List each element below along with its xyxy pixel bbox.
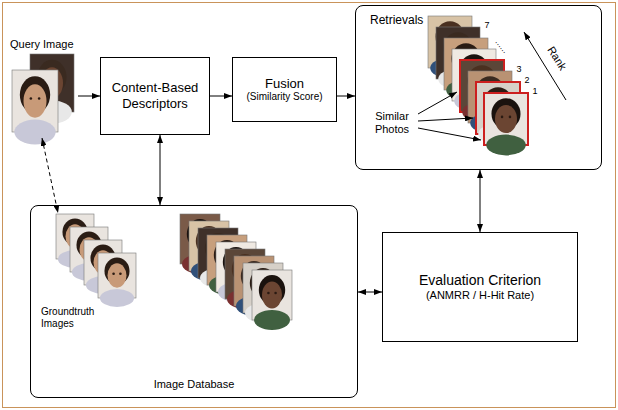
database-panel: Image Database Groundtruth Images [30, 205, 358, 398]
arrow-connector [210, 96, 232, 97]
annotation-label: Similar Photos [368, 110, 416, 135]
photo-thumbnail [484, 93, 528, 155]
photo-thumbnail [252, 270, 292, 330]
node-label: Evaluation Criterion [419, 272, 541, 289]
rank-number: 2 [522, 75, 532, 85]
photo-shirt [14, 120, 55, 145]
arrow-connector [337, 96, 355, 97]
node-label: Content-Based Descriptors [109, 80, 201, 111]
photo-eye [30, 97, 33, 100]
query-image: Query Image [8, 36, 78, 138]
photo-eye [38, 97, 41, 100]
photo-face [108, 263, 127, 287]
photo-shirt [100, 289, 134, 307]
photo-background [476, 82, 520, 134]
photo-eye [267, 292, 270, 295]
page-frame [3, 3, 616, 408]
arrow-connector [78, 96, 100, 97]
groundtruth-group: Groundtruth Images [38, 213, 150, 333]
node-label: Image Database [154, 378, 235, 391]
rank-number: 1 [530, 86, 540, 96]
arrow-connector [480, 170, 481, 232]
arrow-connector [358, 292, 382, 293]
leader-line [418, 118, 473, 121]
photo-eye [509, 116, 512, 119]
results-panel: Retrievals [355, 5, 602, 170]
photo-thumbnail [12, 70, 58, 144]
process-box: Content-Based Descriptors [100, 57, 210, 135]
rank-number: 7 [482, 20, 492, 30]
leader-line [418, 128, 481, 140]
photo-eye [501, 116, 504, 119]
evaluation-box: Evaluation Criterion(ANMRR / H-Hit Rate) [382, 232, 578, 342]
axis-label: Rank [541, 38, 573, 79]
photo-face [495, 105, 517, 133]
photo-shirt [486, 135, 526, 156]
leader-line [418, 92, 457, 114]
node-label: Groundtruth Images [41, 306, 103, 330]
node-sublabel: (Similarity Score) [246, 91, 322, 103]
photo-eye [119, 272, 122, 275]
process-box: Fusion(Similarity Score) [232, 57, 337, 122]
photo-face [24, 84, 47, 117]
node-sublabel: (ANMRR / H-Hit Rate) [426, 289, 534, 302]
photo-face [262, 282, 282, 309]
dashed-arrow [42, 138, 58, 213]
photo-thumbnail [98, 253, 136, 307]
rank-number: 3 [514, 64, 524, 74]
photo-eye [274, 292, 277, 295]
node-label: Query Image [10, 38, 74, 51]
arrow-connector [160, 135, 161, 205]
photo-eye [112, 272, 115, 275]
photo-shirt [254, 310, 290, 330]
node-label: Retrievals [370, 13, 423, 27]
node-label: Fusion [265, 76, 304, 92]
